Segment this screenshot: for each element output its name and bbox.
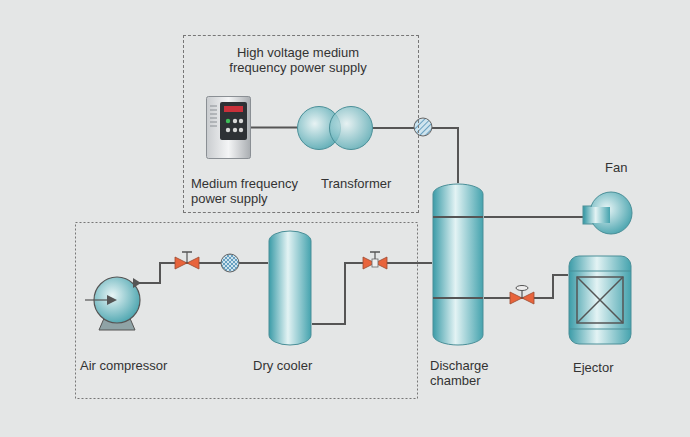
discharge-chamber-vessel-outline xyxy=(432,183,484,346)
pipe-connector xyxy=(251,127,297,129)
dry-cooler-vessel: Dry cooler xyxy=(268,230,312,346)
filter-symbol xyxy=(414,118,432,136)
fan-symbol-outline xyxy=(583,190,633,236)
transformer-symbol: Transformer xyxy=(297,106,373,150)
ejector-vessel: Ejector xyxy=(568,255,632,345)
fan-symbol: Fan xyxy=(583,190,633,236)
pipe-connector xyxy=(141,263,268,283)
component-label: Fan xyxy=(605,160,627,175)
component-label: Ejector xyxy=(573,360,613,375)
dry-cooler-vessel-outline xyxy=(268,230,312,346)
component-label: Air compressor xyxy=(80,358,167,373)
component-label: Discharge chamber xyxy=(430,358,510,388)
pipe-connector xyxy=(312,263,432,324)
valve-symbol xyxy=(175,252,199,269)
component-label: Medium frequency power supply xyxy=(191,176,303,206)
ejector-vessel-outline xyxy=(568,255,632,345)
component-label: Dry cooler xyxy=(253,358,312,373)
valve-symbol xyxy=(510,286,534,305)
discharge-chamber-vessel: Discharge chamber xyxy=(432,183,484,346)
compressor-symbol-outline xyxy=(93,276,141,332)
pipe-connector xyxy=(373,128,458,183)
pipe-connector xyxy=(484,216,583,218)
component-label: Transformer xyxy=(321,176,391,191)
group-box: High voltage medium frequency power supp… xyxy=(183,35,419,213)
compressor-symbol: Air compressor xyxy=(93,276,141,332)
power-supply-icon: Medium frequency power supply xyxy=(206,96,251,159)
power-supply-icon-outline xyxy=(206,96,251,159)
group-outline xyxy=(76,223,418,399)
valve-symbol xyxy=(363,252,387,269)
pipe-connector xyxy=(484,275,568,298)
filter-symbol xyxy=(221,254,239,272)
transformer-symbol-outline xyxy=(297,106,373,150)
group-title: High voltage medium frequency power supp… xyxy=(184,45,412,75)
